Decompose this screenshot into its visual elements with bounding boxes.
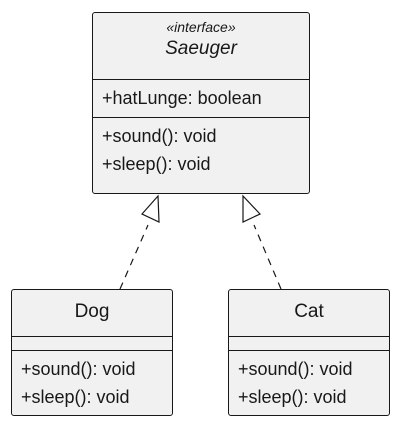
hollow-triangle-arrowhead-icon	[141, 194, 160, 223]
method-item: +sleep(): void	[102, 154, 211, 174]
realization-cat-to-saeuger	[242, 194, 282, 290]
interface-header: «interface» Saeuger	[93, 13, 309, 79]
hollow-triangle-arrowhead-icon	[242, 194, 262, 223]
class-name: Cat	[294, 301, 324, 322]
attribute-compartment	[12, 336, 172, 350]
stereotype-label: «interface»	[166, 19, 236, 35]
class-header: Dog	[12, 290, 172, 336]
dashed-edge-cat	[253, 224, 282, 290]
method-item: +sleep(): void	[21, 387, 130, 407]
method-compartment: +sound(): void +sleep(): void	[93, 117, 309, 180]
interface-name: Saeuger	[165, 38, 237, 59]
method-item: +sound(): void	[21, 359, 136, 379]
class-dog[interactable]: Dog +sound(): void +sleep(): void	[11, 289, 173, 416]
class-header: Cat	[229, 290, 389, 336]
interface-saeuger[interactable]: «interface» Saeuger +hatLunge: boolean +…	[92, 12, 310, 194]
realization-dog-to-saeuger	[119, 194, 160, 290]
method-compartment: +sound(): void +sleep(): void	[229, 350, 389, 413]
attribute-compartment: +hatLunge: boolean	[93, 79, 309, 117]
method-item: +sound(): void	[102, 126, 217, 146]
method-item: +sleep(): void	[238, 387, 347, 407]
class-cat[interactable]: Cat +sound(): void +sleep(): void	[228, 289, 390, 416]
method-compartment: +sound(): void +sleep(): void	[12, 350, 172, 413]
attribute-item: +hatLunge: boolean	[102, 88, 262, 108]
dashed-edge-dog	[119, 224, 149, 290]
class-name: Dog	[74, 301, 110, 322]
attribute-compartment	[229, 336, 389, 350]
method-item: +sound(): void	[238, 359, 353, 379]
